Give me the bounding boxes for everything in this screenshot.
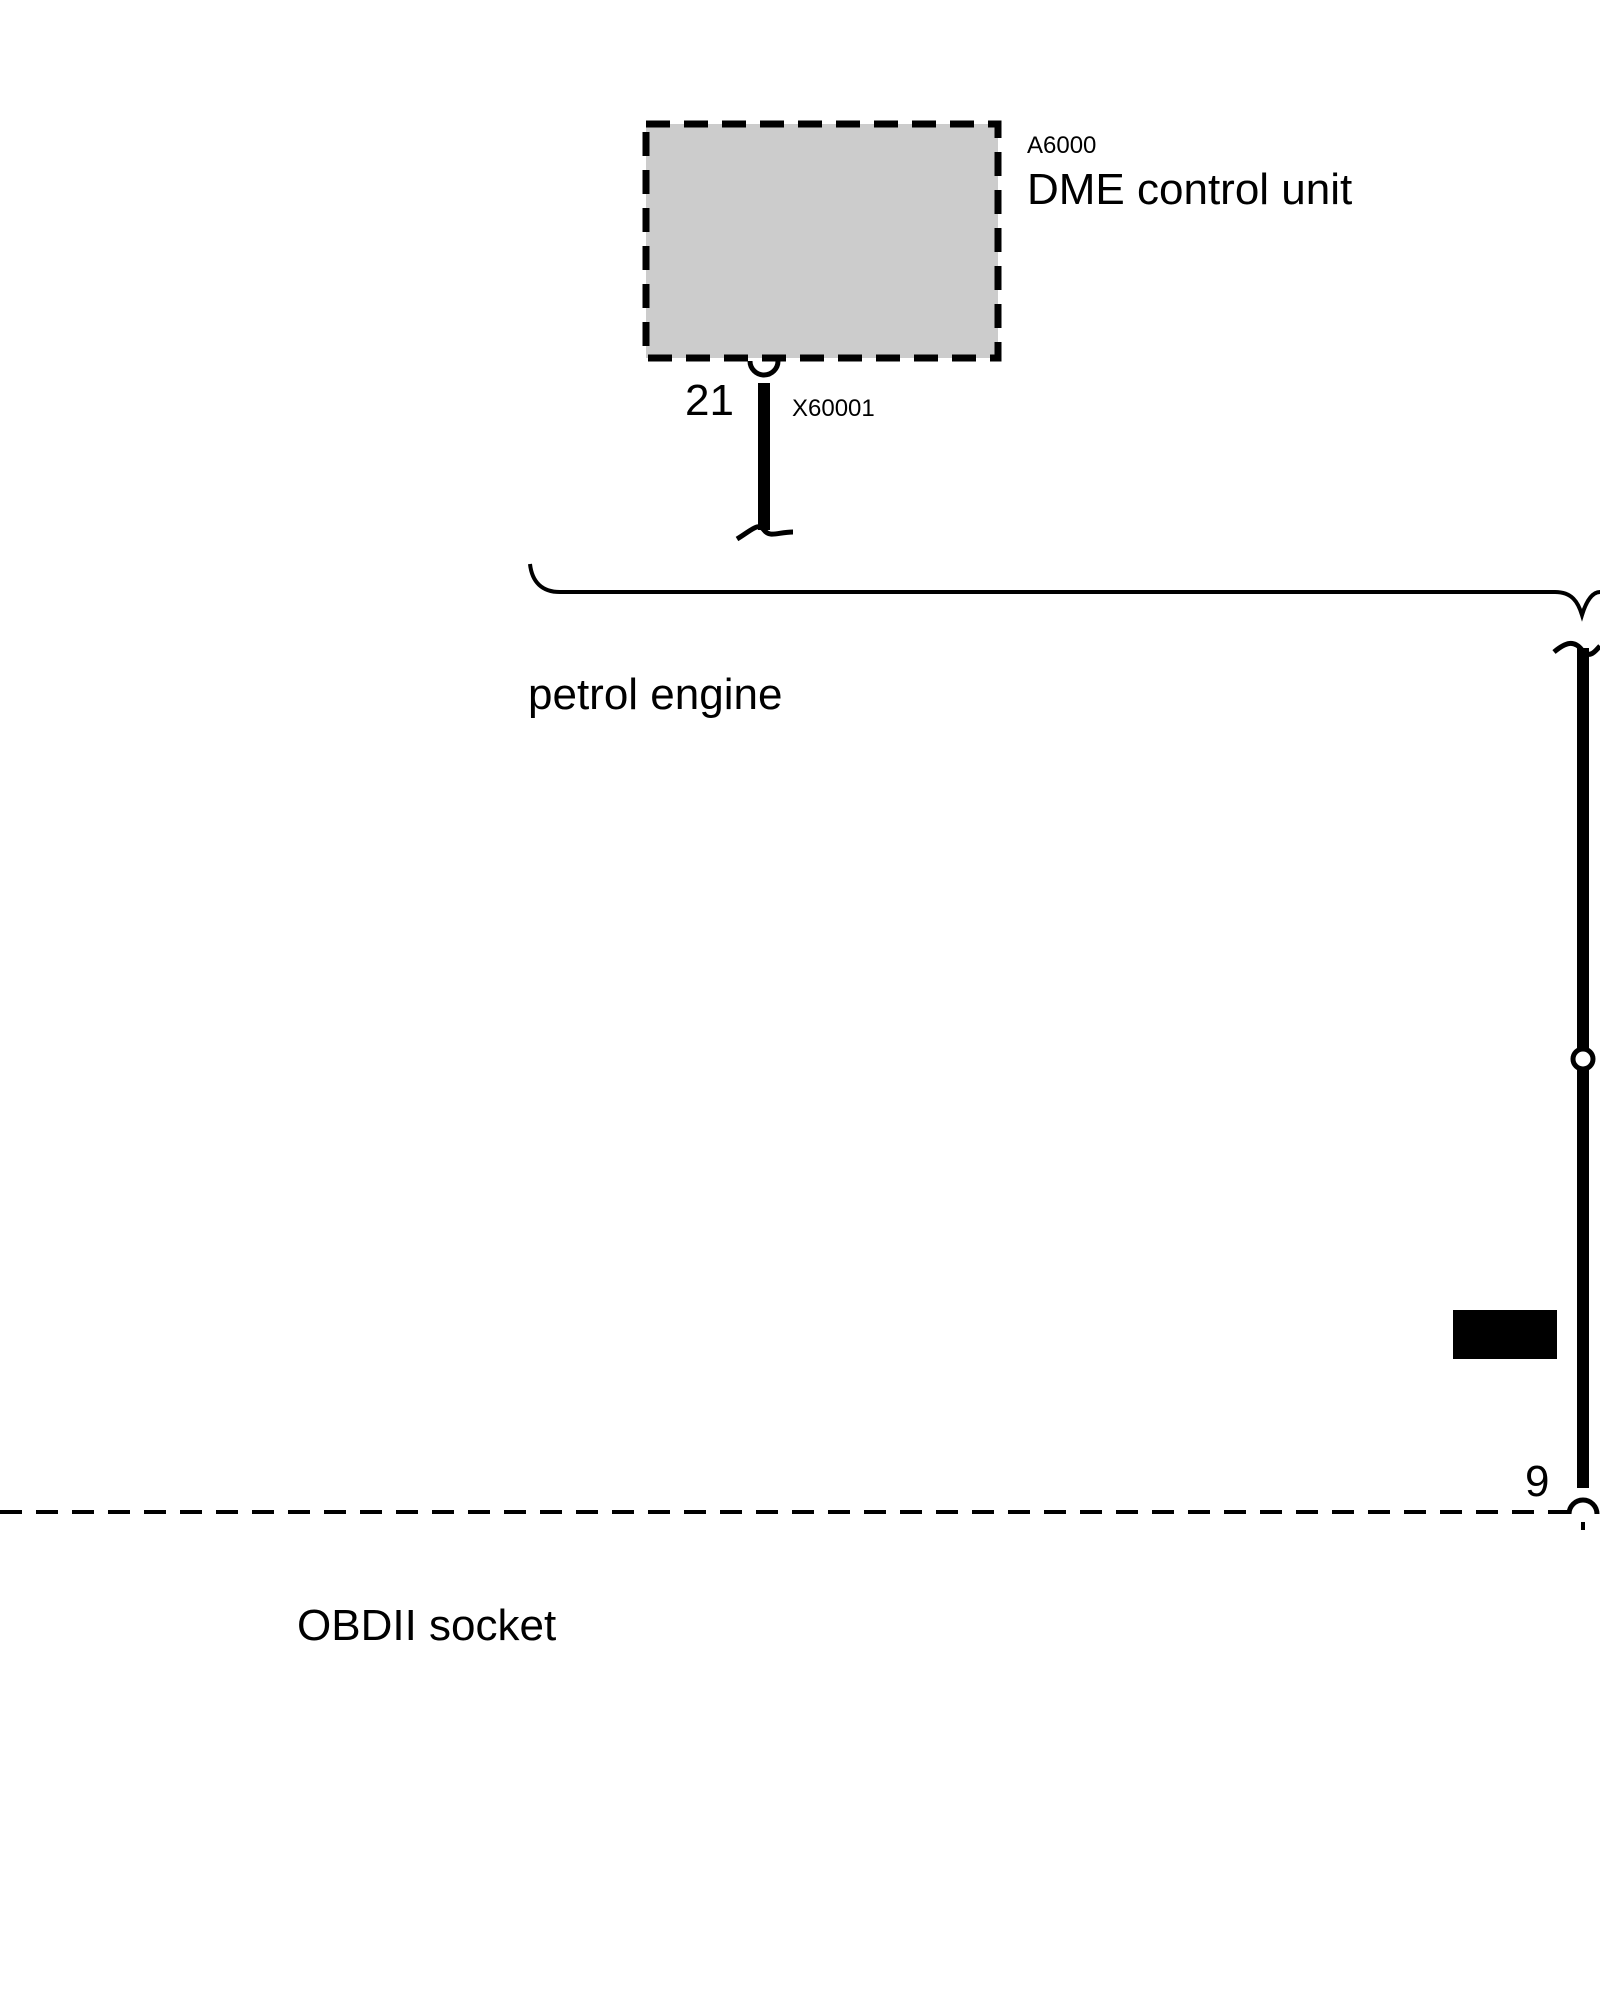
engine-group-label: petrol engine bbox=[528, 670, 782, 719]
wire-marker-block bbox=[1453, 1310, 1557, 1359]
wire-main[interactable] bbox=[1552, 641, 1600, 1488]
obd-socket[interactable] bbox=[0, 1497, 1600, 1530]
wire-break-symbol-top bbox=[735, 524, 794, 542]
connector-id-label: X60001 bbox=[792, 395, 875, 422]
connector-x60001[interactable] bbox=[735, 360, 794, 542]
dme-control-unit[interactable] bbox=[642, 120, 1002, 362]
wire-junction-point bbox=[1570, 1046, 1596, 1072]
dme-control-unit-box[interactable] bbox=[642, 120, 1002, 362]
component-name-label: DME control unit bbox=[1027, 165, 1352, 214]
obd-socket-label: OBDII socket bbox=[297, 1601, 556, 1650]
obd-socket-pin-symbol bbox=[1566, 1497, 1600, 1515]
pin-number-9: 9 bbox=[1525, 1457, 1549, 1506]
connector-socket-symbol bbox=[747, 360, 781, 378]
engine-group-bracket bbox=[528, 563, 1600, 622]
component-id-label: A6000 bbox=[1027, 132, 1096, 159]
pin-number-21: 21 bbox=[685, 376, 734, 425]
